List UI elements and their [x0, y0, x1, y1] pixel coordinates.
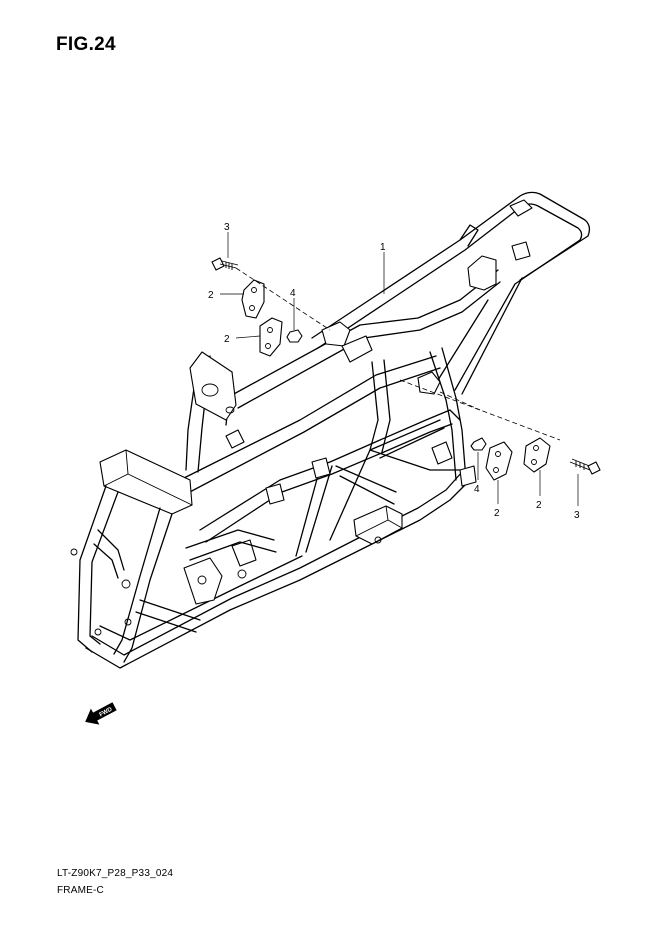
nut-right — [470, 437, 487, 451]
model-code: LT-Z90K7_P28_P33_024 — [57, 868, 174, 879]
figure-title: FIG.24 — [56, 34, 116, 55]
leader-lines — [220, 232, 579, 506]
callout-labels: 1 2 2 2 2 3 3 4 4 — [208, 222, 580, 521]
callout-2-upper-left: 2 — [208, 290, 214, 301]
bracket-plate-upper-left — [241, 279, 265, 319]
callout-3-right: 3 — [574, 510, 580, 521]
bracket-plate-lower-left — [259, 317, 283, 357]
callout-2-lower-left: 2 — [224, 334, 230, 345]
frame-assembly — [70, 191, 591, 669]
callout-3-left: 3 — [224, 222, 230, 233]
bolt-left — [211, 257, 225, 271]
nut-left — [286, 329, 303, 343]
fwd-arrow-icon: FWD — [85, 702, 117, 725]
callout-2-right-inner: 2 — [494, 508, 500, 519]
callout-1: 1 — [380, 242, 386, 253]
callout-4-right: 4 — [474, 484, 480, 495]
right-bracket-group — [399, 379, 601, 481]
callout-2-right-outer: 2 — [536, 500, 542, 511]
bracket-plate-right-outer — [523, 437, 551, 473]
bolt-right — [587, 461, 601, 475]
callout-4-left: 4 — [290, 288, 296, 299]
section-name: FRAME-C — [57, 885, 104, 896]
left-bracket-group — [211, 257, 331, 357]
bracket-plate-right-inner — [485, 441, 513, 481]
